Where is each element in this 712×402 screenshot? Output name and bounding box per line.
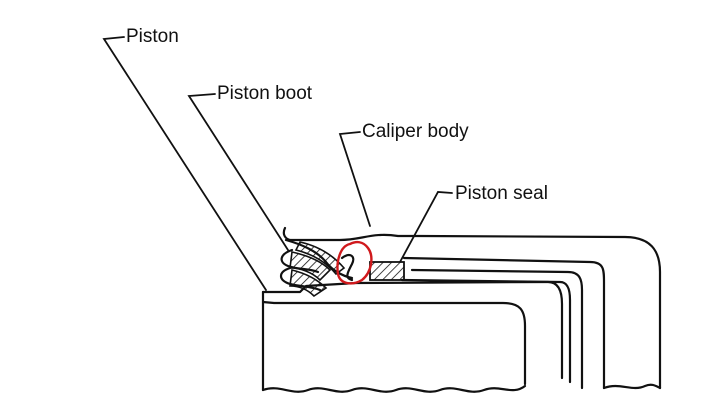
piston-face <box>261 290 527 386</box>
caliper-body-bore-inner <box>400 278 572 384</box>
piston-seal <box>369 261 405 281</box>
piston-outline <box>261 280 564 380</box>
piston-boot-hatch-2 <box>289 269 328 298</box>
caliper-body-outline <box>282 226 662 390</box>
leader-piston-boot <box>187 93 289 251</box>
piston-boot-hatch-1 <box>289 251 332 282</box>
piston-boot-lip <box>340 254 355 282</box>
break-line <box>261 384 527 393</box>
label-piston: Piston <box>126 26 179 47</box>
caliper-body-inner-wall <box>402 256 606 390</box>
label-caliper-body: Caliper body <box>362 121 469 142</box>
label-piston-seal: Piston seal <box>455 183 548 204</box>
label-piston-boot: Piston boot <box>217 83 313 104</box>
break-line-right <box>602 383 662 390</box>
highlight-circle <box>336 240 373 285</box>
leader-piston-seal <box>399 191 453 263</box>
leader-caliper-body <box>338 131 371 227</box>
leader-piston <box>102 36 267 291</box>
piston-boot-hatch-3 <box>294 241 346 276</box>
caliper-body-bore-wall <box>410 268 584 390</box>
